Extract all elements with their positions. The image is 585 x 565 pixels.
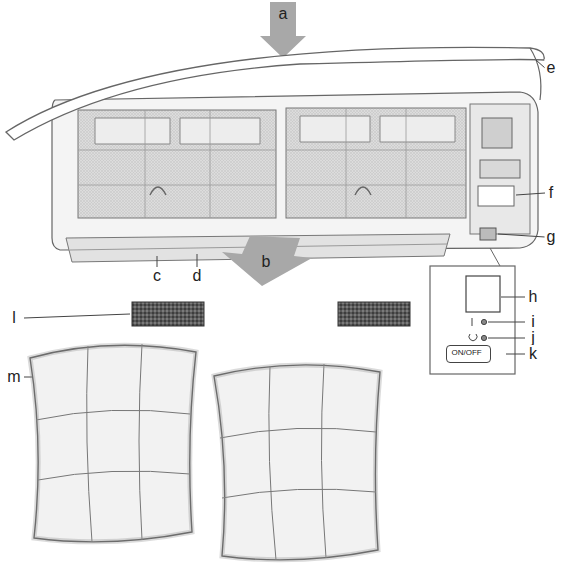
front-panel xyxy=(6,47,544,140)
callout-letter: f xyxy=(547,184,555,202)
button-label: ON/OFF xyxy=(447,346,490,360)
callout-letter: b xyxy=(260,253,273,271)
indicator-lamp xyxy=(481,319,486,324)
callout-letter: h xyxy=(527,288,540,306)
callout-letter: l xyxy=(10,309,18,327)
callout-letter: d xyxy=(191,267,204,285)
airflow-arrow xyxy=(222,236,312,286)
control-panel-inset xyxy=(430,266,515,374)
leader-lines xyxy=(24,60,545,377)
air-filter xyxy=(214,364,380,560)
indoor-unit-body xyxy=(52,92,538,250)
indicator-window xyxy=(478,186,514,206)
air-filter xyxy=(30,344,196,542)
deodorizing-filter xyxy=(338,302,410,326)
receiver xyxy=(480,228,496,240)
indicator-lamp xyxy=(481,335,486,340)
callout-letter: g xyxy=(545,228,558,246)
deodorizing-filter xyxy=(132,302,204,326)
airflow-arrow xyxy=(260,2,306,58)
callout-letter: c xyxy=(151,267,163,285)
callout-letter: a xyxy=(277,5,290,23)
callout-letter: k xyxy=(527,345,539,363)
side-compartment xyxy=(470,104,530,234)
filter-grid xyxy=(95,116,455,144)
display-window xyxy=(466,276,500,312)
callout-letter: m xyxy=(5,368,22,386)
callout-letter: e xyxy=(545,59,558,77)
button: ON/OFF xyxy=(446,345,491,363)
